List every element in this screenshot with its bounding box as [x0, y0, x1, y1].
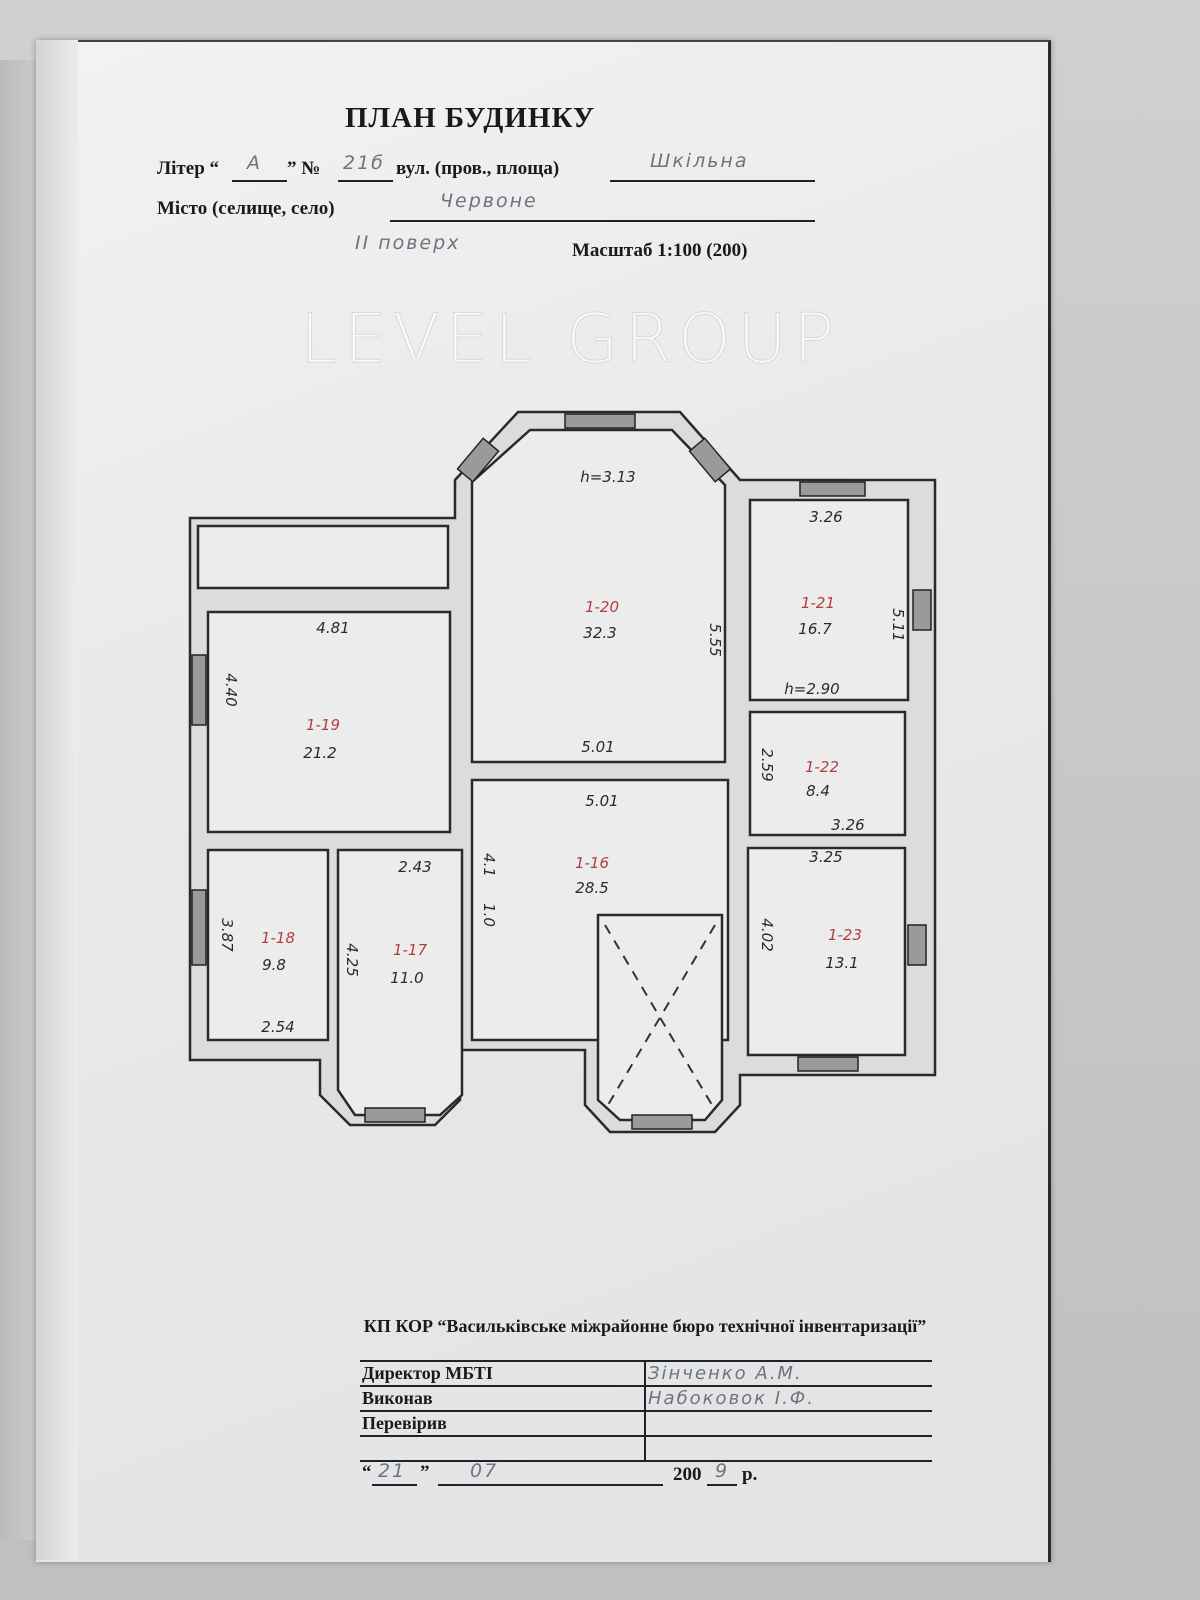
organization-name: КП КОР “Васильківське міжрайонне бюро те… — [363, 1316, 927, 1336]
window — [191, 654, 207, 726]
row-value: Набоковок І.Ф. — [644, 1385, 932, 1412]
dimension: 5.01 — [581, 738, 614, 756]
watermark-logo: LEVEL GROUP — [299, 300, 841, 380]
dimension: 2.54 — [261, 1018, 294, 1036]
number-value: 21б — [343, 152, 385, 174]
table-row: Перевірив — [360, 1410, 932, 1437]
dimension: 5.11 — [889, 608, 907, 641]
city-label: Місто (селище, село) — [157, 198, 335, 219]
room-1-20 — [470, 428, 727, 764]
date-year-suffix: 9 — [715, 1460, 730, 1482]
liter-label: Літер “ — [157, 158, 220, 179]
date-open-quote: “ — [362, 1462, 372, 1483]
dimension: h=2.90 — [784, 680, 839, 698]
row-label: Директор МБТІ — [360, 1360, 645, 1387]
document-title: ПЛАН БУДИНКУ — [345, 102, 596, 134]
room-1-22 — [748, 710, 907, 837]
dimension: 3.26 — [809, 508, 842, 526]
street-value: Шкільна — [650, 150, 749, 172]
row-label: Перевірив — [360, 1410, 645, 1437]
table-row — [360, 1435, 932, 1462]
dimension: h=3.13 — [580, 468, 635, 486]
window — [191, 889, 207, 966]
date-day: 21 — [378, 1460, 407, 1482]
row-label — [360, 1435, 645, 1462]
window — [631, 1114, 693, 1130]
dimension: 4.25 — [343, 943, 361, 976]
dimension: 3.26 — [831, 816, 864, 834]
room-area: 21.2 — [303, 744, 336, 762]
balcony — [196, 524, 450, 590]
scale-label: Масштаб 1:100 (200) — [572, 240, 748, 261]
window — [912, 589, 932, 631]
dimension: 4.81 — [316, 619, 349, 637]
room-1-18 — [206, 848, 330, 1042]
window — [564, 413, 636, 429]
dimension: 5.01 — [585, 792, 618, 810]
dimension: 4.40 — [222, 673, 240, 706]
room-1-17 — [336, 848, 464, 1117]
room-id: 1-18 — [261, 929, 295, 947]
room-1-21 — [748, 498, 910, 702]
dimension: 2.43 — [398, 858, 431, 876]
room-id: 1-16 — [575, 854, 609, 872]
row-value — [644, 1410, 932, 1437]
room-area: 9.8 — [262, 956, 286, 974]
window — [364, 1107, 426, 1123]
window — [799, 481, 866, 497]
page-edge — [36, 40, 78, 1560]
room-1-23 — [746, 846, 907, 1057]
room-id: 1-23 — [828, 926, 862, 944]
dimension: 2.59 — [758, 748, 776, 781]
row-value — [644, 1435, 932, 1462]
floor-value: ІІ поверх — [355, 232, 461, 254]
dimension: 1.0 — [480, 903, 498, 927]
room-area: 8.4 — [806, 782, 830, 800]
room-area: 11.0 — [390, 969, 423, 987]
window — [907, 924, 927, 966]
room-id: 1-22 — [805, 758, 839, 776]
dimension: 4.1 — [480, 853, 498, 877]
window — [797, 1056, 859, 1072]
date-month: 07 — [470, 1460, 499, 1482]
row-label: Виконав — [360, 1385, 645, 1412]
number-label: ” № — [287, 158, 321, 179]
room-id: 1-21 — [801, 594, 835, 612]
room-area: 28.5 — [575, 879, 608, 897]
room-id: 1-19 — [306, 716, 340, 734]
room-area: 16.7 — [798, 620, 832, 638]
room-id: 1-17 — [393, 941, 427, 959]
dimension: 3.87 — [218, 918, 236, 952]
room-id: 1-20 — [585, 598, 619, 616]
street-label: вул. (пров., площа) — [396, 158, 560, 179]
date-close-quote: ” — [420, 1462, 430, 1483]
date-unit: р. — [742, 1464, 758, 1485]
liter-value: А — [247, 152, 262, 174]
dimension: 4.02 — [758, 918, 776, 951]
room-1-19 — [206, 610, 452, 834]
row-value: Зінченко А.М. — [644, 1360, 932, 1387]
date-year-prefix: 200 — [673, 1464, 702, 1485]
city-value: Червоне — [440, 190, 538, 212]
window — [456, 437, 500, 483]
window — [688, 437, 732, 483]
room-area: 13.1 — [825, 954, 858, 972]
dimension: 3.25 — [809, 848, 842, 866]
dimension: 5.55 — [706, 623, 724, 656]
room-area: 32.3 — [583, 624, 616, 642]
